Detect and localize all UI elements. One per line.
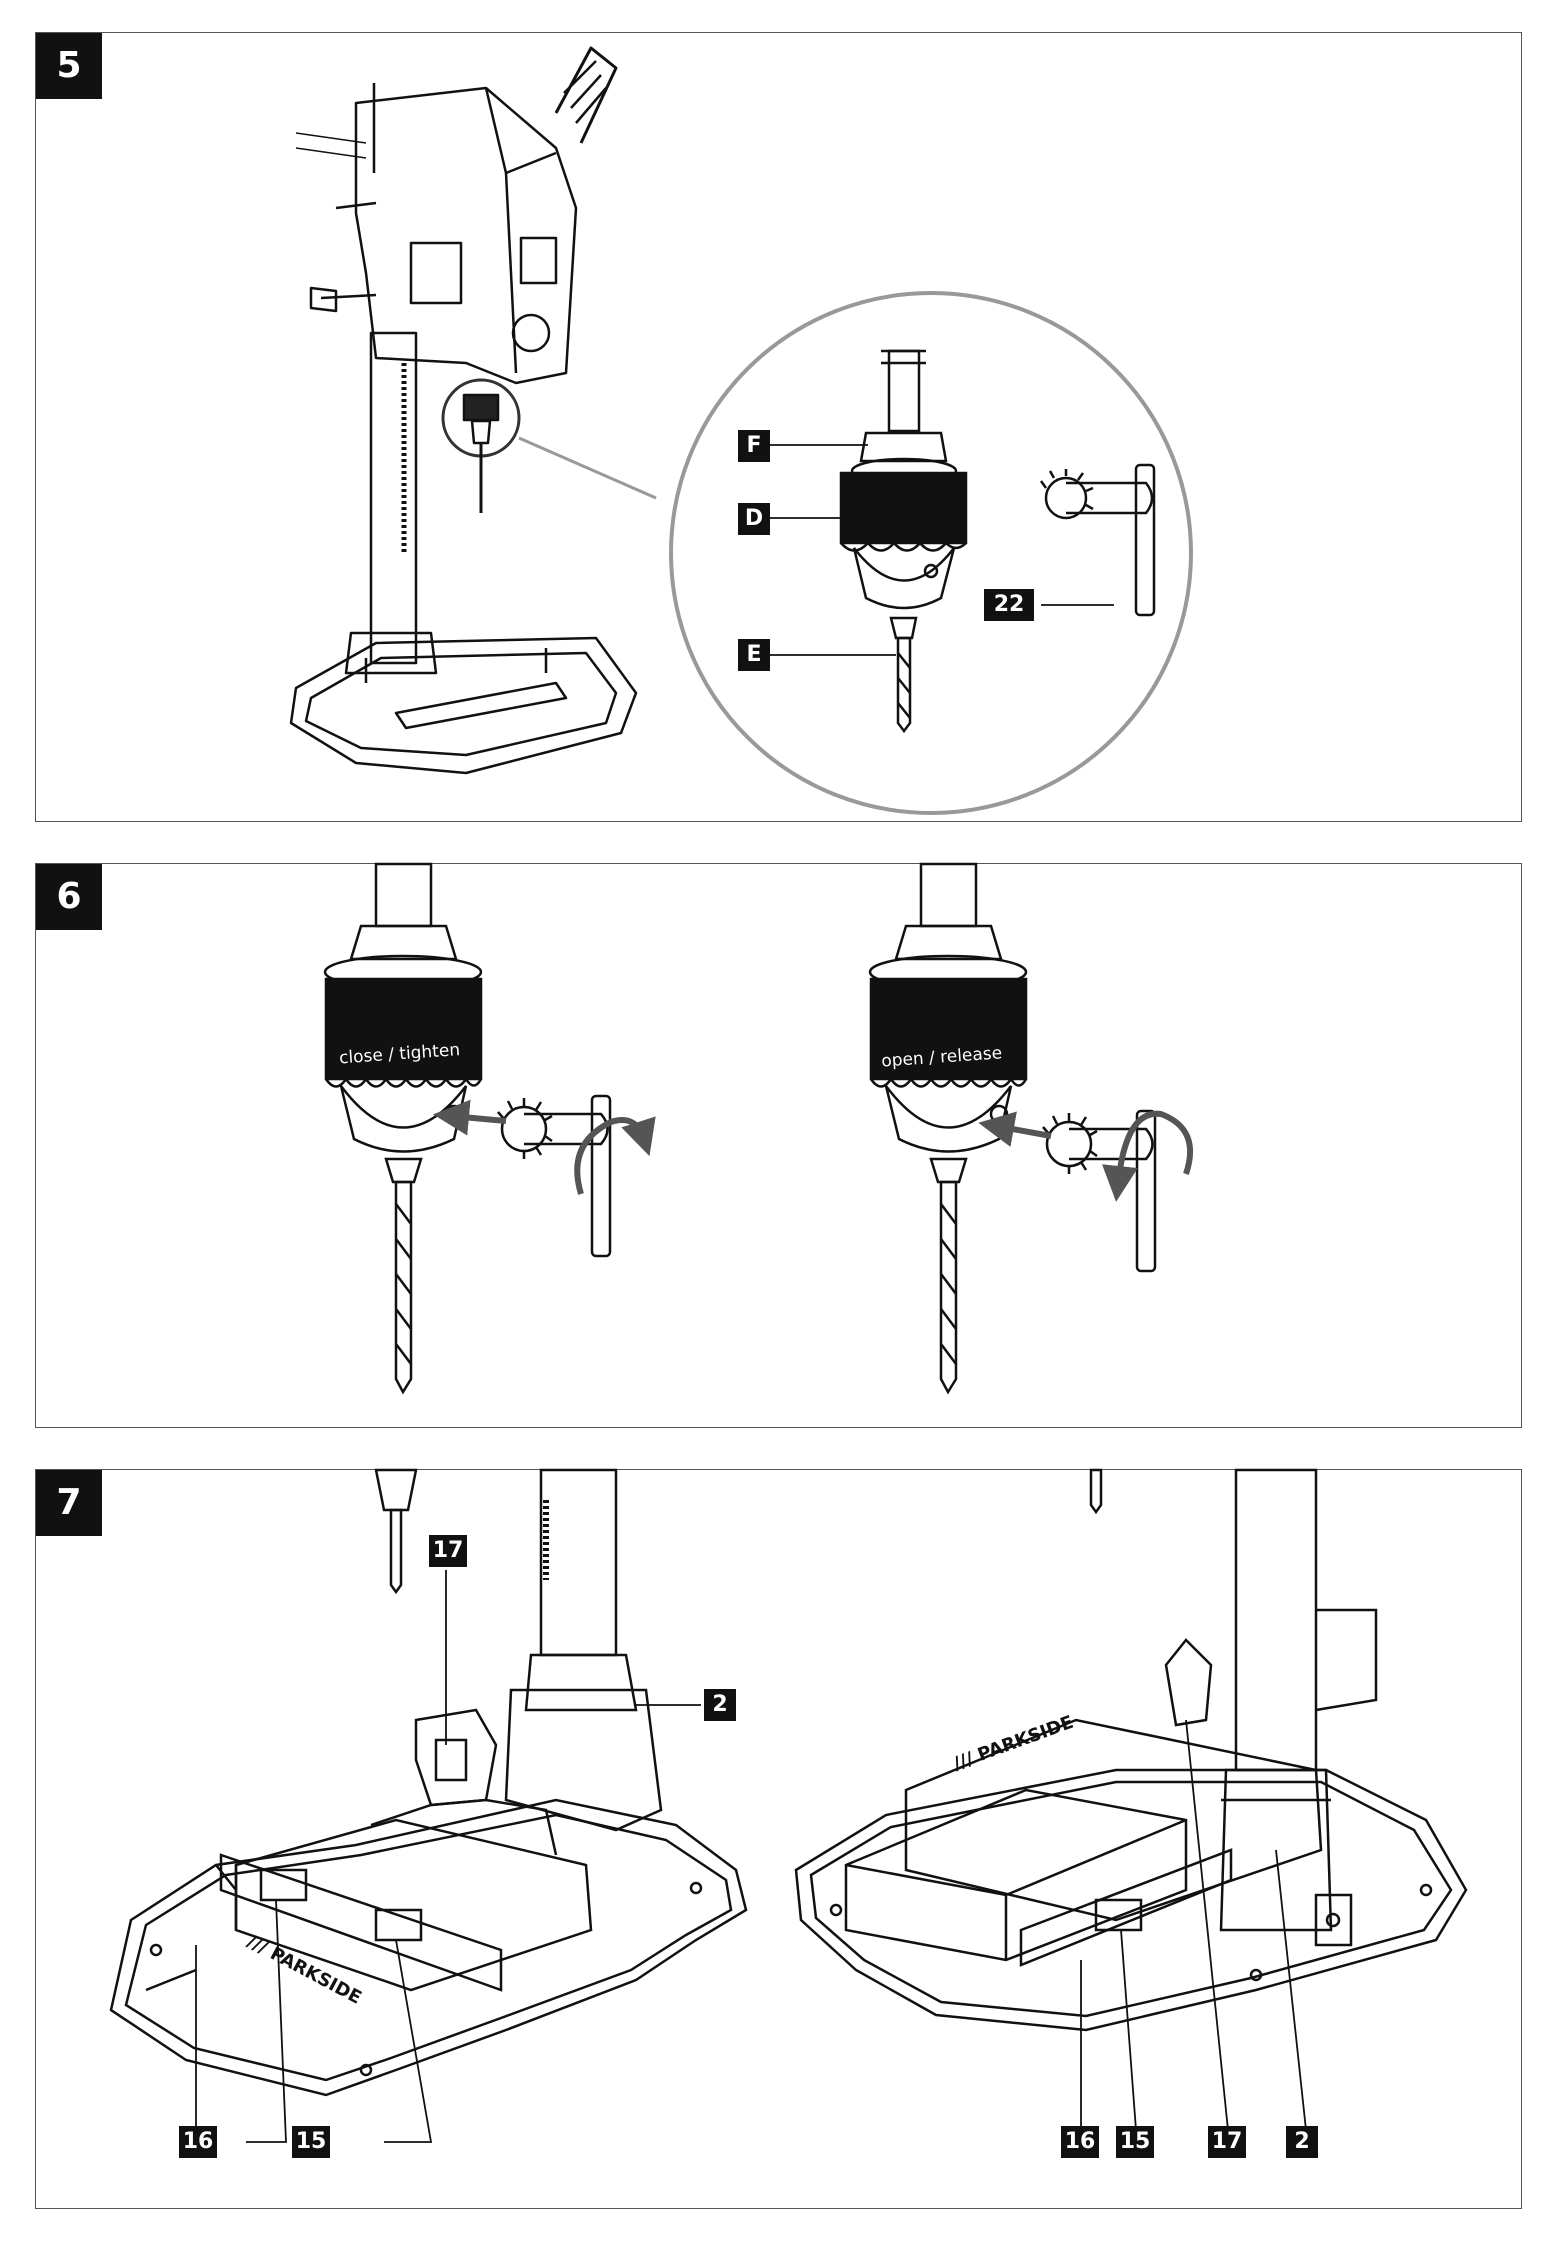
clamp-left-b	[374, 1908, 423, 1942]
drill-head	[354, 86, 578, 385]
base-workpiece-drawing: /// PARKSIDE /// PARKSIDE	[109, 1468, 1468, 2143]
clamp-right	[1094, 1898, 1143, 1932]
clamp-left-a	[259, 1868, 308, 1902]
callout-E: E	[738, 639, 770, 671]
figure-6-panel: 6 close / tighten	[35, 862, 1522, 1428]
fence-left	[219, 1853, 503, 1992]
callout-16-left: 16	[179, 2126, 217, 2158]
column-left	[539, 1468, 618, 1657]
callout-F: F	[738, 430, 770, 462]
drill-bit	[896, 636, 912, 734]
chuck-tighten	[323, 862, 483, 1395]
callout-16-right: 16	[1061, 2126, 1099, 2158]
chuck-key	[1039, 463, 1156, 617]
figure-6-number: 6	[36, 864, 102, 930]
callout-17-left: 17	[429, 1535, 467, 1567]
parkside-brand-right: /// PARKSIDE	[951, 1712, 1077, 1775]
chuck-sleeve	[839, 471, 968, 545]
chuck-tighten-release-drawing: close / tighten open / release	[323, 862, 1194, 1395]
chuck-nut	[859, 431, 948, 463]
parkside-brand-left: /// PARKSIDE	[244, 1931, 365, 2009]
base-left	[109, 1468, 748, 2097]
callout-2-right: 2	[1286, 2126, 1318, 2158]
column-right	[1234, 1468, 1318, 1772]
callout-2-left: 2	[704, 1689, 736, 1721]
column	[369, 331, 418, 665]
chuck-key-release	[1042, 1109, 1157, 1273]
figure-5-panel: 5	[35, 32, 1522, 822]
fence-right	[1019, 1848, 1233, 1967]
workpiece-block	[844, 1788, 1188, 1962]
figure-7-number: 7	[36, 1470, 102, 1536]
chuck-release	[868, 862, 1028, 1395]
callout-17-right: 17	[1208, 2126, 1246, 2158]
chuck-key-tighten	[497, 1094, 612, 1258]
callout-15-right: 15	[1116, 2126, 1154, 2158]
drill-press-overview-drawing	[289, 46, 1193, 815]
figure-5-number: 5	[36, 33, 102, 99]
figure-7-panel: 7 /// PAR	[35, 1468, 1522, 2209]
zoom-circle	[669, 291, 1193, 815]
callout-15-left: 15	[292, 2126, 330, 2158]
work-table-right	[904, 1718, 1323, 1922]
callout-22: 22	[984, 589, 1034, 621]
base-plate	[289, 636, 638, 775]
callout-D: D	[738, 503, 770, 535]
base-right	[794, 1468, 1468, 2032]
